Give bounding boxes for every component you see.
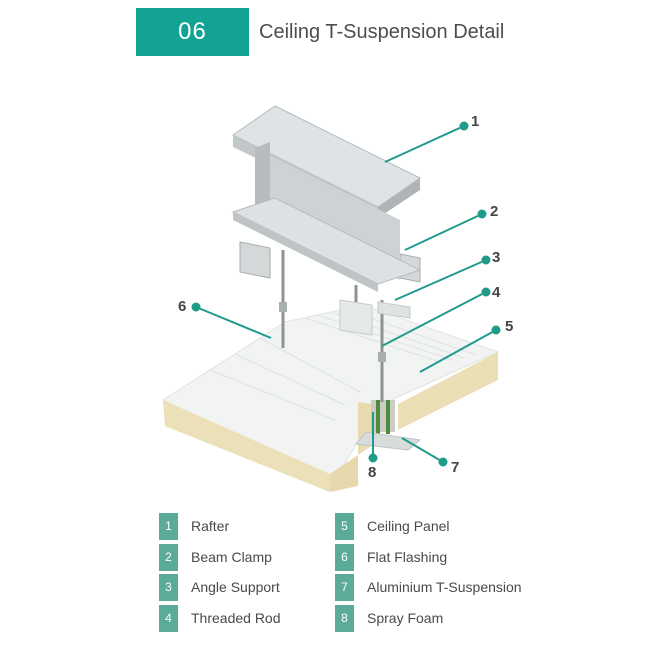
legend-item-ceiling-panel: 5 Ceiling Panel (335, 512, 450, 540)
legend-item-spray-foam: 8 Spray Foam (335, 604, 444, 632)
legend-number: 3 (159, 573, 178, 601)
callout-7: 7 (451, 459, 459, 476)
legend-item-angle-support: 3 Angle Support (159, 573, 280, 601)
ceiling-panel (162, 304, 500, 492)
callout-4: 4 (492, 284, 501, 301)
legend-item-rafter: 1 Rafter (159, 512, 230, 540)
legend: 1 Rafter 2 Beam Clamp 3 Angle Support 4 … (0, 512, 650, 644)
legend-number: 6 (335, 543, 354, 571)
callout-1: 1 (471, 113, 479, 130)
legend-label: Angle Support (191, 579, 280, 595)
legend-label: Rafter (191, 518, 230, 534)
callout-2: 2 (490, 203, 498, 220)
legend-number: 5 (335, 512, 354, 540)
legend-item-aluminium-t-suspension: 7 Aluminium T-Suspension (335, 573, 522, 601)
legend-number: 1 (159, 512, 178, 540)
legend-item-beam-clamp: 2 Beam Clamp (159, 543, 272, 571)
callout-3: 3 (492, 249, 500, 266)
header: 06 Ceiling T-Suspension Detail (0, 0, 650, 70)
legend-label: Flat Flashing (367, 549, 448, 565)
legend-number: 4 (159, 604, 178, 632)
legend-label: Ceiling Panel (367, 518, 450, 534)
suspension-diagram: 1 2 3 4 5 6 7 8 (0, 70, 650, 500)
legend-label: Aluminium T-Suspension (367, 579, 522, 595)
page-title: Ceiling T-Suspension Detail (259, 21, 505, 43)
rafter-beam (231, 105, 422, 292)
legend-number: 8 (335, 604, 354, 632)
legend-number: 2 (159, 543, 178, 571)
callout-leaders (191, 121, 501, 467)
diagram-illustration: 1 2 3 4 5 6 7 8 (162, 105, 513, 492)
legend-number: 7 (335, 573, 354, 601)
callout-6: 6 (178, 298, 186, 315)
legend-label: Threaded Rod (191, 610, 281, 626)
angle-supports (339, 299, 411, 336)
detail-number-badge: 06 (136, 8, 249, 56)
legend-item-flat-flashing: 6 Flat Flashing (335, 543, 448, 571)
legend-item-threaded-rod: 4 Threaded Rod (159, 604, 281, 632)
legend-label: Spray Foam (367, 610, 444, 626)
callout-8: 8 (368, 464, 376, 481)
legend-label: Beam Clamp (191, 549, 272, 565)
callout-5: 5 (505, 318, 513, 335)
callout-numbers: 1 2 3 4 5 6 7 8 (178, 113, 513, 481)
